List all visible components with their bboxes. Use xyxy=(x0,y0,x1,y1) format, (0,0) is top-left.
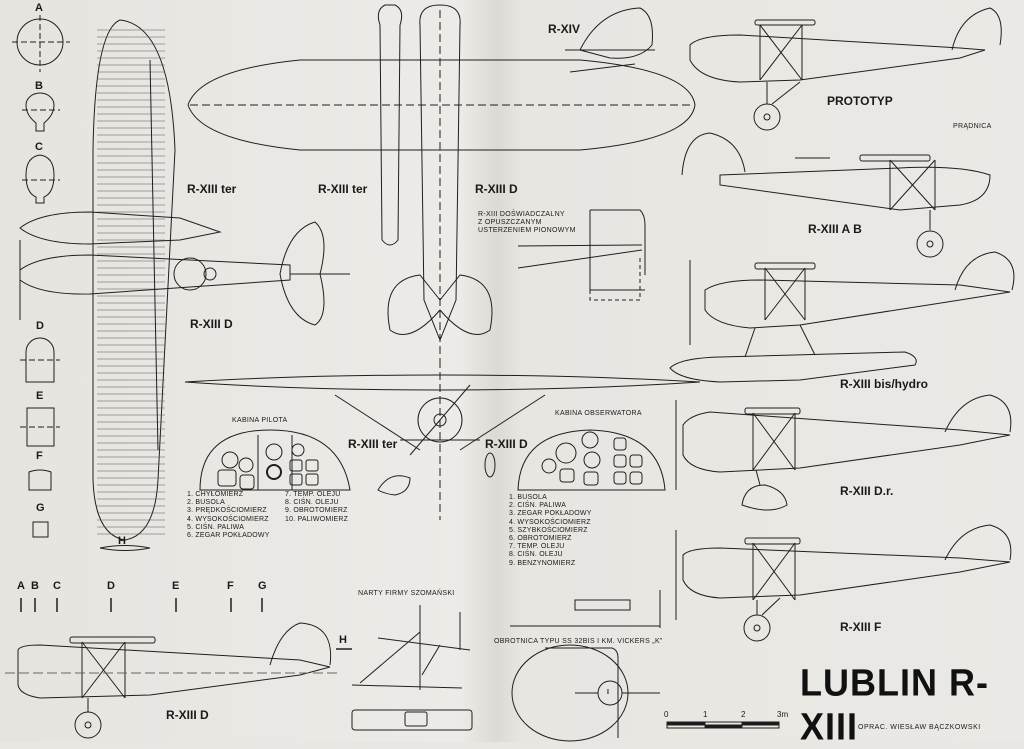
experimental-note-line2: Z OPUSZCZANYM xyxy=(478,219,542,226)
label-side-d: R-XIII D xyxy=(166,708,209,722)
legend-item: 9. BENZYNOMIERZ xyxy=(509,559,576,567)
observer-cabin-title: KABINA OBSERWATORA xyxy=(555,410,642,417)
experimental-note-line1: R-XIII DOŚWIADCZALNY xyxy=(478,211,565,218)
observer-cabin-legend: 1. BUSOLA 2. CIŚN. PALIWA 3. ZEGAR POKŁA… xyxy=(509,494,592,568)
r14-tail xyxy=(565,7,655,73)
side-view-d-bottom xyxy=(5,622,340,739)
section-e-shape xyxy=(26,407,55,447)
section-label-c: C xyxy=(35,141,43,153)
marker-h: H xyxy=(339,634,347,646)
legend-item: 1. BUSOLA xyxy=(509,494,547,501)
label-wing-plan-ter: R-XIII ter xyxy=(187,182,237,196)
drawing-author: OPRAC. WIESŁAW BĄCZKOWSKI xyxy=(858,724,981,731)
skis-title: NARTY FIRMY SZOMAŃSKI xyxy=(358,590,455,597)
experimental-tail-sketch xyxy=(517,209,646,301)
label-hydro: R-XIII bis/hydro xyxy=(840,377,929,391)
side-view-prototype xyxy=(689,7,1002,131)
scale-bar xyxy=(666,721,780,729)
marker-c: C xyxy=(53,580,61,592)
front-view xyxy=(184,360,701,520)
scale-tick-0: 0 xyxy=(664,710,669,719)
legend-item: 8. CIŚN. OLEJU xyxy=(285,499,339,507)
label-r14: R-XIV xyxy=(548,22,581,36)
legend-item: 8. CIŚN. OLEJU xyxy=(509,551,563,559)
section-label-b: B xyxy=(35,80,43,92)
legend-item: 2. BUSOLA xyxy=(187,499,225,507)
label-f: R-XIII F xyxy=(840,620,882,634)
side-view-f xyxy=(675,524,1012,642)
label-top-plan-ter: R-XIII ter xyxy=(318,182,368,196)
label-tail-plan-d: R-XIII D xyxy=(190,317,233,331)
label-dr: R-XIII D.r. xyxy=(840,484,894,498)
section-label-h-wing: H xyxy=(118,535,126,547)
observer-cabin-dashboard xyxy=(517,429,666,491)
legend-item: 5. SZYBKOŚCIOMIERZ xyxy=(509,526,588,534)
scale-tick-1: 1 xyxy=(703,710,708,719)
gun-ring-title: OBROTNICA TYPU SS 32BIS I KM. VICKERS „K… xyxy=(494,638,663,645)
side-view-ab xyxy=(681,132,991,258)
marker-g: G xyxy=(258,580,267,592)
legend-item: 2. CIŚN. PALIWA xyxy=(509,502,567,510)
section-g-shape xyxy=(32,521,49,538)
legend-item: 4. WYSOKOŚCIOMIERZ xyxy=(187,515,269,523)
legend-item: 7. TEMP. OLEJU xyxy=(285,491,341,498)
marker-b: B xyxy=(31,580,39,592)
scale-tick-2: 2 xyxy=(741,710,746,719)
section-ticks xyxy=(20,598,352,650)
marker-d: D xyxy=(107,580,115,592)
section-f-shape xyxy=(28,469,52,491)
legend-item: 1. CHYŁOMIERZ xyxy=(187,491,244,498)
legend-item: 6. ZEGAR POKŁADOWY xyxy=(187,532,270,540)
wing-plan-view xyxy=(19,19,350,551)
gun-ring-drawing xyxy=(510,590,661,742)
legend-item: 7. TEMP. OLEJU xyxy=(509,543,565,551)
legend-item: 10. PALIWOMIERZ xyxy=(285,515,349,523)
drawing-title: LUBLIN R-XIII xyxy=(800,660,989,749)
legend-item: 3. ZEGAR POKŁADOWY xyxy=(509,510,592,518)
legend-item: 6. OBROTOMIERZ xyxy=(509,535,572,543)
label-prototype: PROTOTYP xyxy=(827,94,893,108)
pilot-cabin-dashboard xyxy=(199,429,351,491)
section-label-g: G xyxy=(36,502,45,514)
label-top-plan-d: R-XIII D xyxy=(475,182,518,196)
marker-a: A xyxy=(17,580,25,592)
marker-f: F xyxy=(227,580,234,592)
label-front-ter: R-XIII ter xyxy=(348,437,398,451)
section-label-f: F xyxy=(36,450,43,462)
side-view-hydro xyxy=(669,251,1015,383)
experimental-note-line3: USTERZENIEM PIONOWYM xyxy=(478,227,576,234)
label-ab: R-XIII A B xyxy=(808,222,862,236)
top-plan-view xyxy=(187,4,696,370)
gun-ring-marker: I xyxy=(607,689,610,696)
legend-item: 3. PRĘDKOŚCIOMIERZ xyxy=(187,507,267,515)
pilot-cabin-title: KABINA PILOTA xyxy=(232,417,288,424)
legend-item: 5. CIŚN. PALIWA xyxy=(187,523,245,531)
label-front-d: R-XIII D xyxy=(485,437,528,451)
side-view-dr xyxy=(675,394,1012,511)
ski-drawing xyxy=(351,605,473,731)
section-label-a: A xyxy=(35,2,43,14)
section-label-d: D xyxy=(36,320,44,332)
pilot-cabin-legend-right: 7. TEMP. OLEJU 8. CIŚN. OLEJU 9. OBROTOM… xyxy=(285,491,348,524)
section-b-shape xyxy=(25,92,55,132)
label-pradnica: PRĄDNICA xyxy=(953,123,992,130)
section-label-e: E xyxy=(36,390,44,402)
pilot-cabin-legend-left: 1. CHYŁOMIERZ 2. BUSOLA 3. PRĘDKOŚCIOMIE… xyxy=(187,491,270,540)
section-d-shape xyxy=(25,337,55,383)
legend-item: 9. OBROTOMIERZ xyxy=(285,507,348,515)
section-c-shape xyxy=(25,154,55,204)
cross-sections xyxy=(12,15,70,538)
legend-item: 4. WYSOKOŚCIOMIERZ xyxy=(509,518,591,526)
scale-tick-3: 3m xyxy=(777,710,789,719)
marker-e: E xyxy=(172,580,180,592)
